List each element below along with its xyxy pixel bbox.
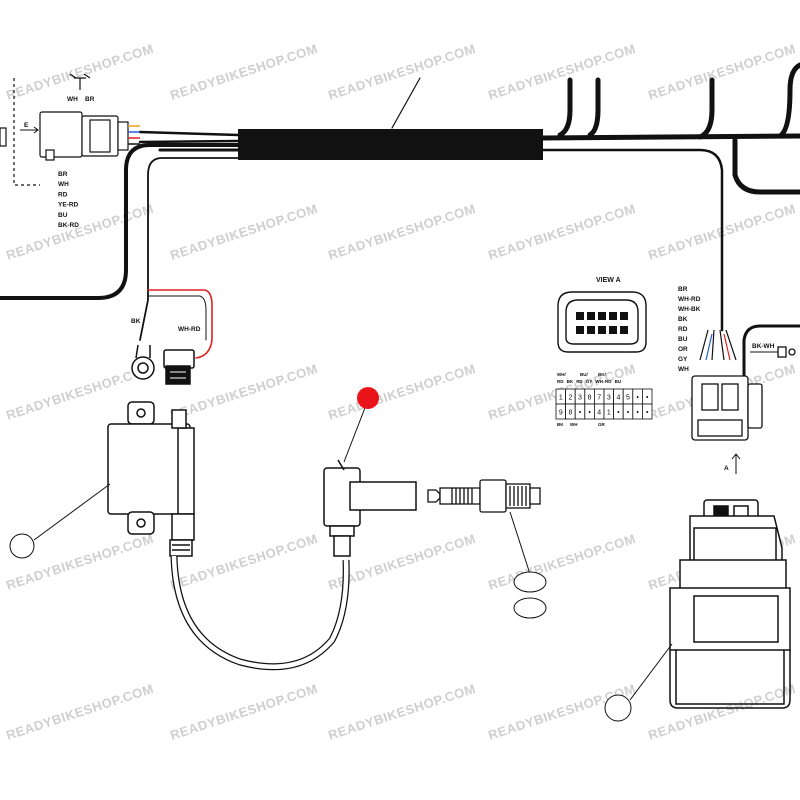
ecu-wire-color-label: BU: [678, 336, 688, 343]
view-a-pin-number: 9: [559, 410, 563, 417]
watermark-text: READYBIKESHOP.COM: [168, 681, 319, 743]
callout-circle-coil[interactable]: [9, 533, 35, 559]
watermark-text: READYBIKESHOP.COM: [168, 41, 319, 103]
watermark-text: READYBIKESHOP.COM: [646, 41, 797, 103]
callout-circle-cdi[interactable]: [604, 694, 632, 722]
view-a-label: BU: [615, 379, 622, 384]
watermark-text: READYBIKESHOP.COM: [646, 681, 797, 743]
ecu-wire-color-label: WH: [678, 366, 689, 373]
callout-line-cap: [343, 399, 369, 463]
view-a-label: GR: [598, 422, 606, 427]
ecu-wire-color-label: OR: [678, 346, 688, 353]
ecu-wire-color-label: WH-BK: [678, 306, 701, 313]
callout-line-plug: [509, 511, 531, 575]
wire-color-label: RD: [58, 191, 68, 198]
ecu-wire-color-label: GY: [678, 356, 688, 363]
ecu-side-label-bk-wh: BK-WH: [752, 343, 775, 350]
ecu-arrow-label-a: A: [724, 465, 729, 472]
wire-color-label: BR: [58, 171, 68, 178]
ecu-wire-color-list: BR WH-RD WH-BK BK RD BU OR GY WH: [678, 286, 701, 373]
connector-top-label-br: BR: [85, 96, 95, 103]
watermark-text: READYBIKESHOP.COM: [168, 361, 319, 423]
watermark-text: READYBIKESHOP.COM: [486, 531, 637, 593]
callout-ellipse-plug-2[interactable]: [513, 597, 547, 619]
view-a-pin-number: •: [646, 410, 649, 417]
view-a-pin-cell: [642, 403, 653, 420]
view-a-pin-number: 1: [559, 395, 563, 402]
view-a-label: BU/: [580, 372, 588, 377]
view-a-label: BK/: [598, 372, 606, 377]
spark-plug-cap[interactable]: [323, 459, 417, 557]
ground-terminal-label-bk: BK: [131, 318, 141, 325]
view-a-pin-number: •: [579, 410, 582, 417]
view-a-pin-number: 2: [568, 395, 572, 402]
view-a-pin-number: 4: [616, 395, 620, 402]
watermark-text: READYBIKESHOP.COM: [4, 681, 155, 743]
callout-ellipse-plug-1[interactable]: [513, 571, 547, 593]
wire-color-label: WH: [58, 181, 69, 188]
top-left-connector[interactable]: [0, 73, 140, 186]
view-a-title: VIEW A: [596, 277, 621, 284]
ground-terminal-label-wh-rd: WH-RD: [178, 326, 201, 333]
view-a-pin-number: •: [627, 410, 630, 417]
ecu-wire-color-label: RD: [678, 326, 688, 333]
view-a-label: GY: [586, 379, 593, 384]
watermark-text: READYBIKESHOP.COM: [4, 201, 155, 263]
cdi-unit[interactable]: [669, 499, 791, 709]
view-a-pin-number: •: [636, 410, 639, 417]
watermark-text: READYBIKESHOP.COM: [486, 201, 637, 263]
view-a-label: RD: [605, 379, 612, 384]
view-a-pin-number: 5: [626, 395, 630, 402]
ground-terminal[interactable]: [131, 344, 195, 385]
wire-color-label: BU: [58, 212, 68, 219]
view-a-pin-number: 8: [588, 395, 592, 402]
ecu-wire-color-label: BK: [678, 316, 688, 323]
view-a-connector-face: [557, 291, 647, 353]
view-a-label: BK: [567, 379, 574, 384]
wire-color-label: BK-RD: [58, 222, 79, 229]
view-a-pin-number: 3: [578, 395, 582, 402]
view-a-pin-number: •: [636, 395, 639, 402]
view-a-pin-number: 7: [597, 395, 601, 402]
watermark-text: READYBIKESHOP.COM: [4, 41, 155, 103]
view-a-bottom-labels: BK WH GR: [557, 422, 606, 427]
spark-plug[interactable]: [427, 479, 541, 513]
view-a-pin-number: 3: [607, 395, 611, 402]
callout-line-coil: [33, 483, 111, 541]
ecu-connector[interactable]: [691, 324, 800, 474]
view-a-pin-number: •: [617, 410, 620, 417]
ecu-wire-color-label: BR: [678, 286, 688, 293]
view-a-pin-number: 1: [607, 410, 611, 417]
watermark-text: READYBIKESHOP.COM: [326, 681, 477, 743]
hotspot-marker[interactable]: [357, 387, 379, 409]
harness-sheath: [238, 129, 543, 160]
connector-top-label-wh: WH: [67, 96, 78, 103]
view-a-pin-number: •: [646, 395, 649, 402]
view-a-pin-number: •: [588, 410, 591, 417]
wire-color-label: YE-RD: [58, 202, 79, 209]
view-a-pin-number: 4: [597, 410, 601, 417]
watermark-text: READYBIKESHOP.COM: [326, 361, 477, 423]
watermark-text: READYBIKESHOP.COM: [168, 201, 319, 263]
connector-side-label: E: [24, 122, 29, 129]
view-a-label: WH: [595, 379, 603, 384]
view-a-label: WH/: [557, 372, 566, 377]
view-a-label: BK: [557, 422, 564, 427]
ignition-coil[interactable]: [107, 401, 350, 671]
view-a-label: WH: [570, 422, 578, 427]
view-a-label: RD: [576, 379, 583, 384]
ecu-wire-color-label: WH-RD: [678, 296, 701, 303]
watermark-text: READYBIKESHOP.COM: [326, 41, 477, 103]
view-a-pin-number: 8: [568, 410, 572, 417]
watermark-text: READYBIKESHOP.COM: [486, 41, 637, 103]
watermark-text: READYBIKESHOP.COM: [326, 201, 477, 263]
view-a-label: RD: [557, 379, 564, 384]
top-left-wire-color-list: BR WH RD YE-RD BU BK-RD: [58, 171, 79, 229]
main-harness: [0, 62, 800, 359]
callout-line-cdi: [629, 643, 673, 701]
